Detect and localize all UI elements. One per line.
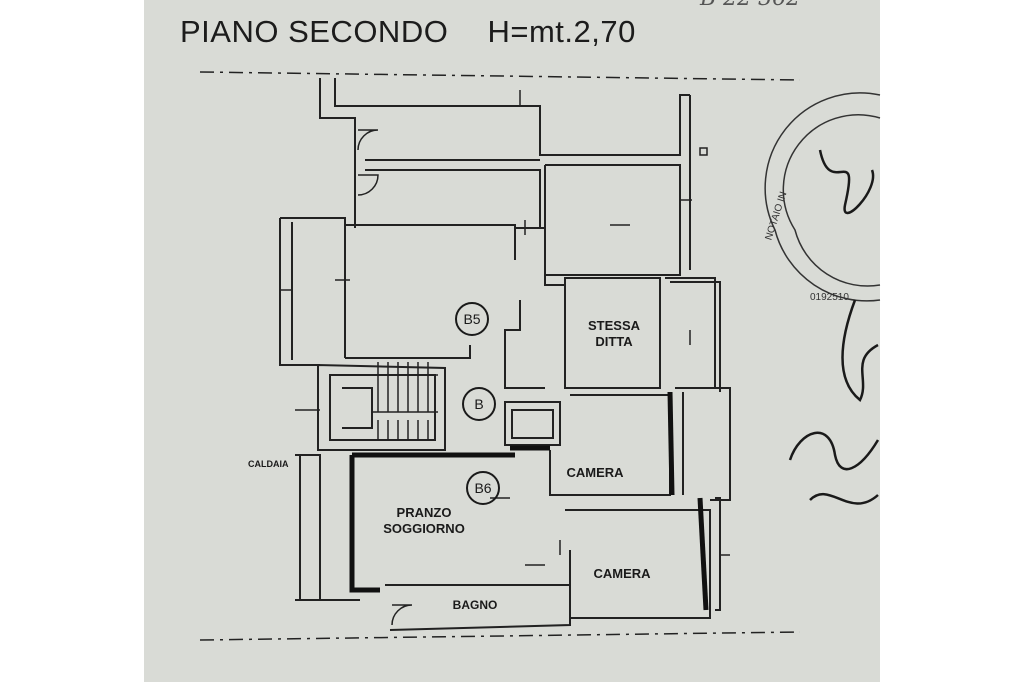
plan-title: PIANO SECONDO H=mt.2,70 bbox=[180, 14, 636, 50]
ceiling-height-label: H=mt.2,70 bbox=[487, 14, 636, 49]
building-walls bbox=[279, 78, 731, 631]
unit-marker-b6: B6 bbox=[466, 471, 500, 505]
room-label-pranzo-soggiorno: PRANZO SOGGIORNO bbox=[383, 505, 465, 537]
corner-handwritten-note: B 22 362 bbox=[700, 0, 800, 11]
floor-plan-sheet bbox=[144, 0, 880, 682]
floor-label: PIANO SECONDO bbox=[180, 14, 449, 49]
room-label-camera: CAMERA bbox=[566, 465, 624, 480]
door-swings bbox=[357, 129, 413, 626]
stair-treads bbox=[372, 362, 438, 440]
room-label-bagno: BAGNO bbox=[452, 598, 498, 612]
room-label-camera: CAMERA bbox=[593, 566, 651, 581]
unit-marker-b5: B5 bbox=[455, 302, 489, 336]
thick-walls bbox=[349, 391, 709, 611]
unit-marker-b: B bbox=[462, 387, 496, 421]
notary-stamp bbox=[764, 92, 881, 302]
room-label-stessa-ditta: STESSA DITTA bbox=[587, 318, 640, 350]
room-label-caldaia: CALDAIA bbox=[248, 459, 289, 469]
bottom-boundary-line bbox=[199, 631, 801, 641]
stamp-seal-number: 0192510 bbox=[810, 292, 849, 303]
handwritten-signature bbox=[788, 149, 880, 505]
top-boundary-line bbox=[199, 71, 801, 81]
column-marker bbox=[699, 147, 708, 156]
window-marks bbox=[280, 90, 730, 566]
